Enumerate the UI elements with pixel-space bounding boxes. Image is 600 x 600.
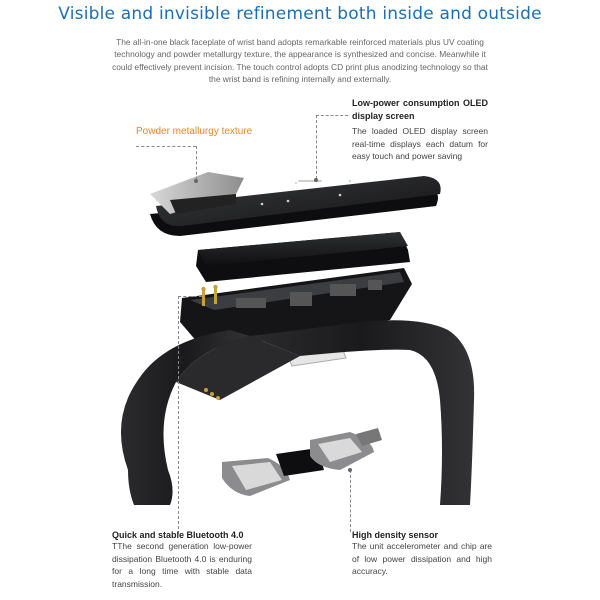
callout-sensor: High density sensor The unit acceleromet…	[352, 530, 492, 578]
callout-oled-title: Low-power consumption OLED display scree…	[352, 98, 488, 121]
powder-leader-horizontal	[136, 146, 196, 147]
callout-powder-metallurgy: Powder metallurgy texture	[136, 126, 253, 137]
callout-bluetooth-body: TThe second generation low-power dissipa…	[112, 541, 252, 589]
oled-screen	[196, 232, 410, 282]
oled-leader-vertical	[316, 115, 317, 179]
bluetooth-leader-horizontal	[178, 296, 202, 297]
callout-sensor-title: High density sensor	[352, 530, 439, 540]
oled-leader-dot	[314, 178, 318, 182]
page-title: Visible and invisible refinement both in…	[58, 4, 542, 24]
band-housing	[120, 320, 475, 505]
sensor-parts	[222, 428, 382, 496]
intro-paragraph: The all-in-one black faceplate of wrist …	[112, 37, 488, 85]
sensor-leader-dot	[348, 468, 352, 472]
bluetooth-leader-vertical	[178, 296, 179, 534]
callout-bluetooth: Quick and stable Bluetooth 4.0 TThe seco…	[112, 530, 252, 590]
callout-bluetooth-title: Quick and stable Bluetooth 4.0	[112, 530, 244, 540]
callout-oled-body: The loaded OLED display screen real-time…	[352, 126, 488, 161]
faceplate	[150, 172, 441, 236]
callout-sensor-body: The unit accelerometer and chip are of l…	[352, 541, 492, 576]
sensor-leader-vertical	[350, 470, 351, 532]
powder-leader-vertical	[196, 146, 197, 180]
callout-oled: Low-power consumption OLED display scree…	[352, 97, 488, 163]
oled-leader-horizontal	[316, 115, 348, 116]
powder-leader-dot	[194, 179, 198, 183]
